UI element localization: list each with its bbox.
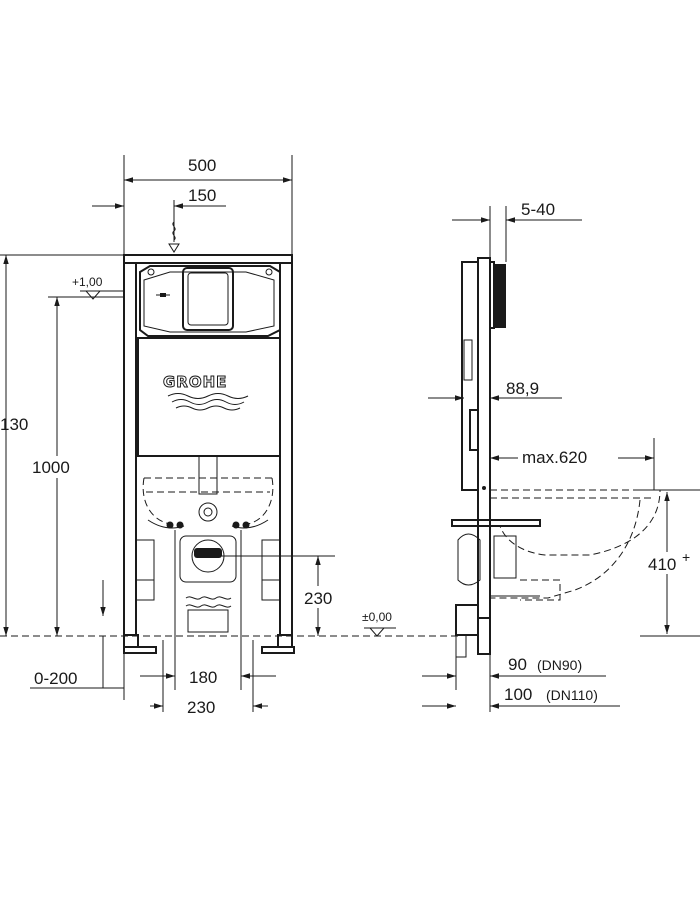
dimension-inlet-150: 150 [92,186,226,253]
label-inlet-150: 150 [188,186,216,205]
label-drain-90: 90 [508,655,527,674]
dimension-drain-230: 230 [208,555,346,636]
label-level-top: +1,00 [72,275,103,289]
dimension-height-1000: 1000 [30,296,124,636]
label-drain-100: 100 [504,685,532,704]
label-pipe-dia: 88,9 [506,379,539,398]
dimension-width-500: 500 [123,155,293,260]
label-spacing-180: 180 [189,668,217,687]
label-wall-depth: 5-40 [521,200,555,219]
drain-outlet [179,535,237,633]
grohe-logo: GROHE [163,373,227,391]
label-total-height: 130 [0,415,28,434]
dimension-foot-adjust: 0-200 [30,580,125,700]
installation-frame [123,254,295,654]
level-mark-top: +1,00 [72,275,124,300]
level-triangle-icon [84,290,102,300]
dimension-drain-100: 100 (DN110) [422,685,620,709]
flush-plate [182,267,234,331]
side-view: 5-40 8 [422,200,700,712]
toilet-bowl-outline [490,489,661,601]
label-seat-height: 410 [648,555,676,574]
label-bowl-projection: max.620 [522,448,587,467]
label-height-1000: 1000 [32,458,70,477]
dimension-total-height: 130 [0,254,124,636]
water-inlet-icon [172,221,176,241]
flush-cistern-top [139,265,281,337]
level-mark-floor: ±0,00 [362,610,396,637]
dimension-seat-height: 410 + [640,489,700,637]
flush-pipe [142,455,274,529]
cistern-body: GROHE [137,337,281,457]
dimension-drain-90: 90 (DN90) [422,640,606,712]
label-width-500: 500 [188,156,216,175]
mounting-studs [166,521,250,690]
label-level-floor: ±0,00 [362,610,392,624]
label-foot-adjust: 0-200 [34,669,77,688]
dimension-spacing: 180 230 [140,640,276,717]
dimension-pipe-dia: 88,9 [428,379,562,401]
label-drain-90-dn: (DN90) [537,657,582,673]
label-seat-height-tolerance: + [682,549,690,565]
dimension-bowl-projection: max.620 [489,438,655,490]
dimension-wall-depth: 5-40 [452,200,582,262]
label-drain-100-dn: (DN110) [546,687,598,703]
front-view: 500 150 130 1000 +1,00 [0,155,460,717]
label-drain-230: 230 [304,589,332,608]
label-spacing-230: 230 [187,698,215,717]
level-triangle-icon [368,627,386,637]
